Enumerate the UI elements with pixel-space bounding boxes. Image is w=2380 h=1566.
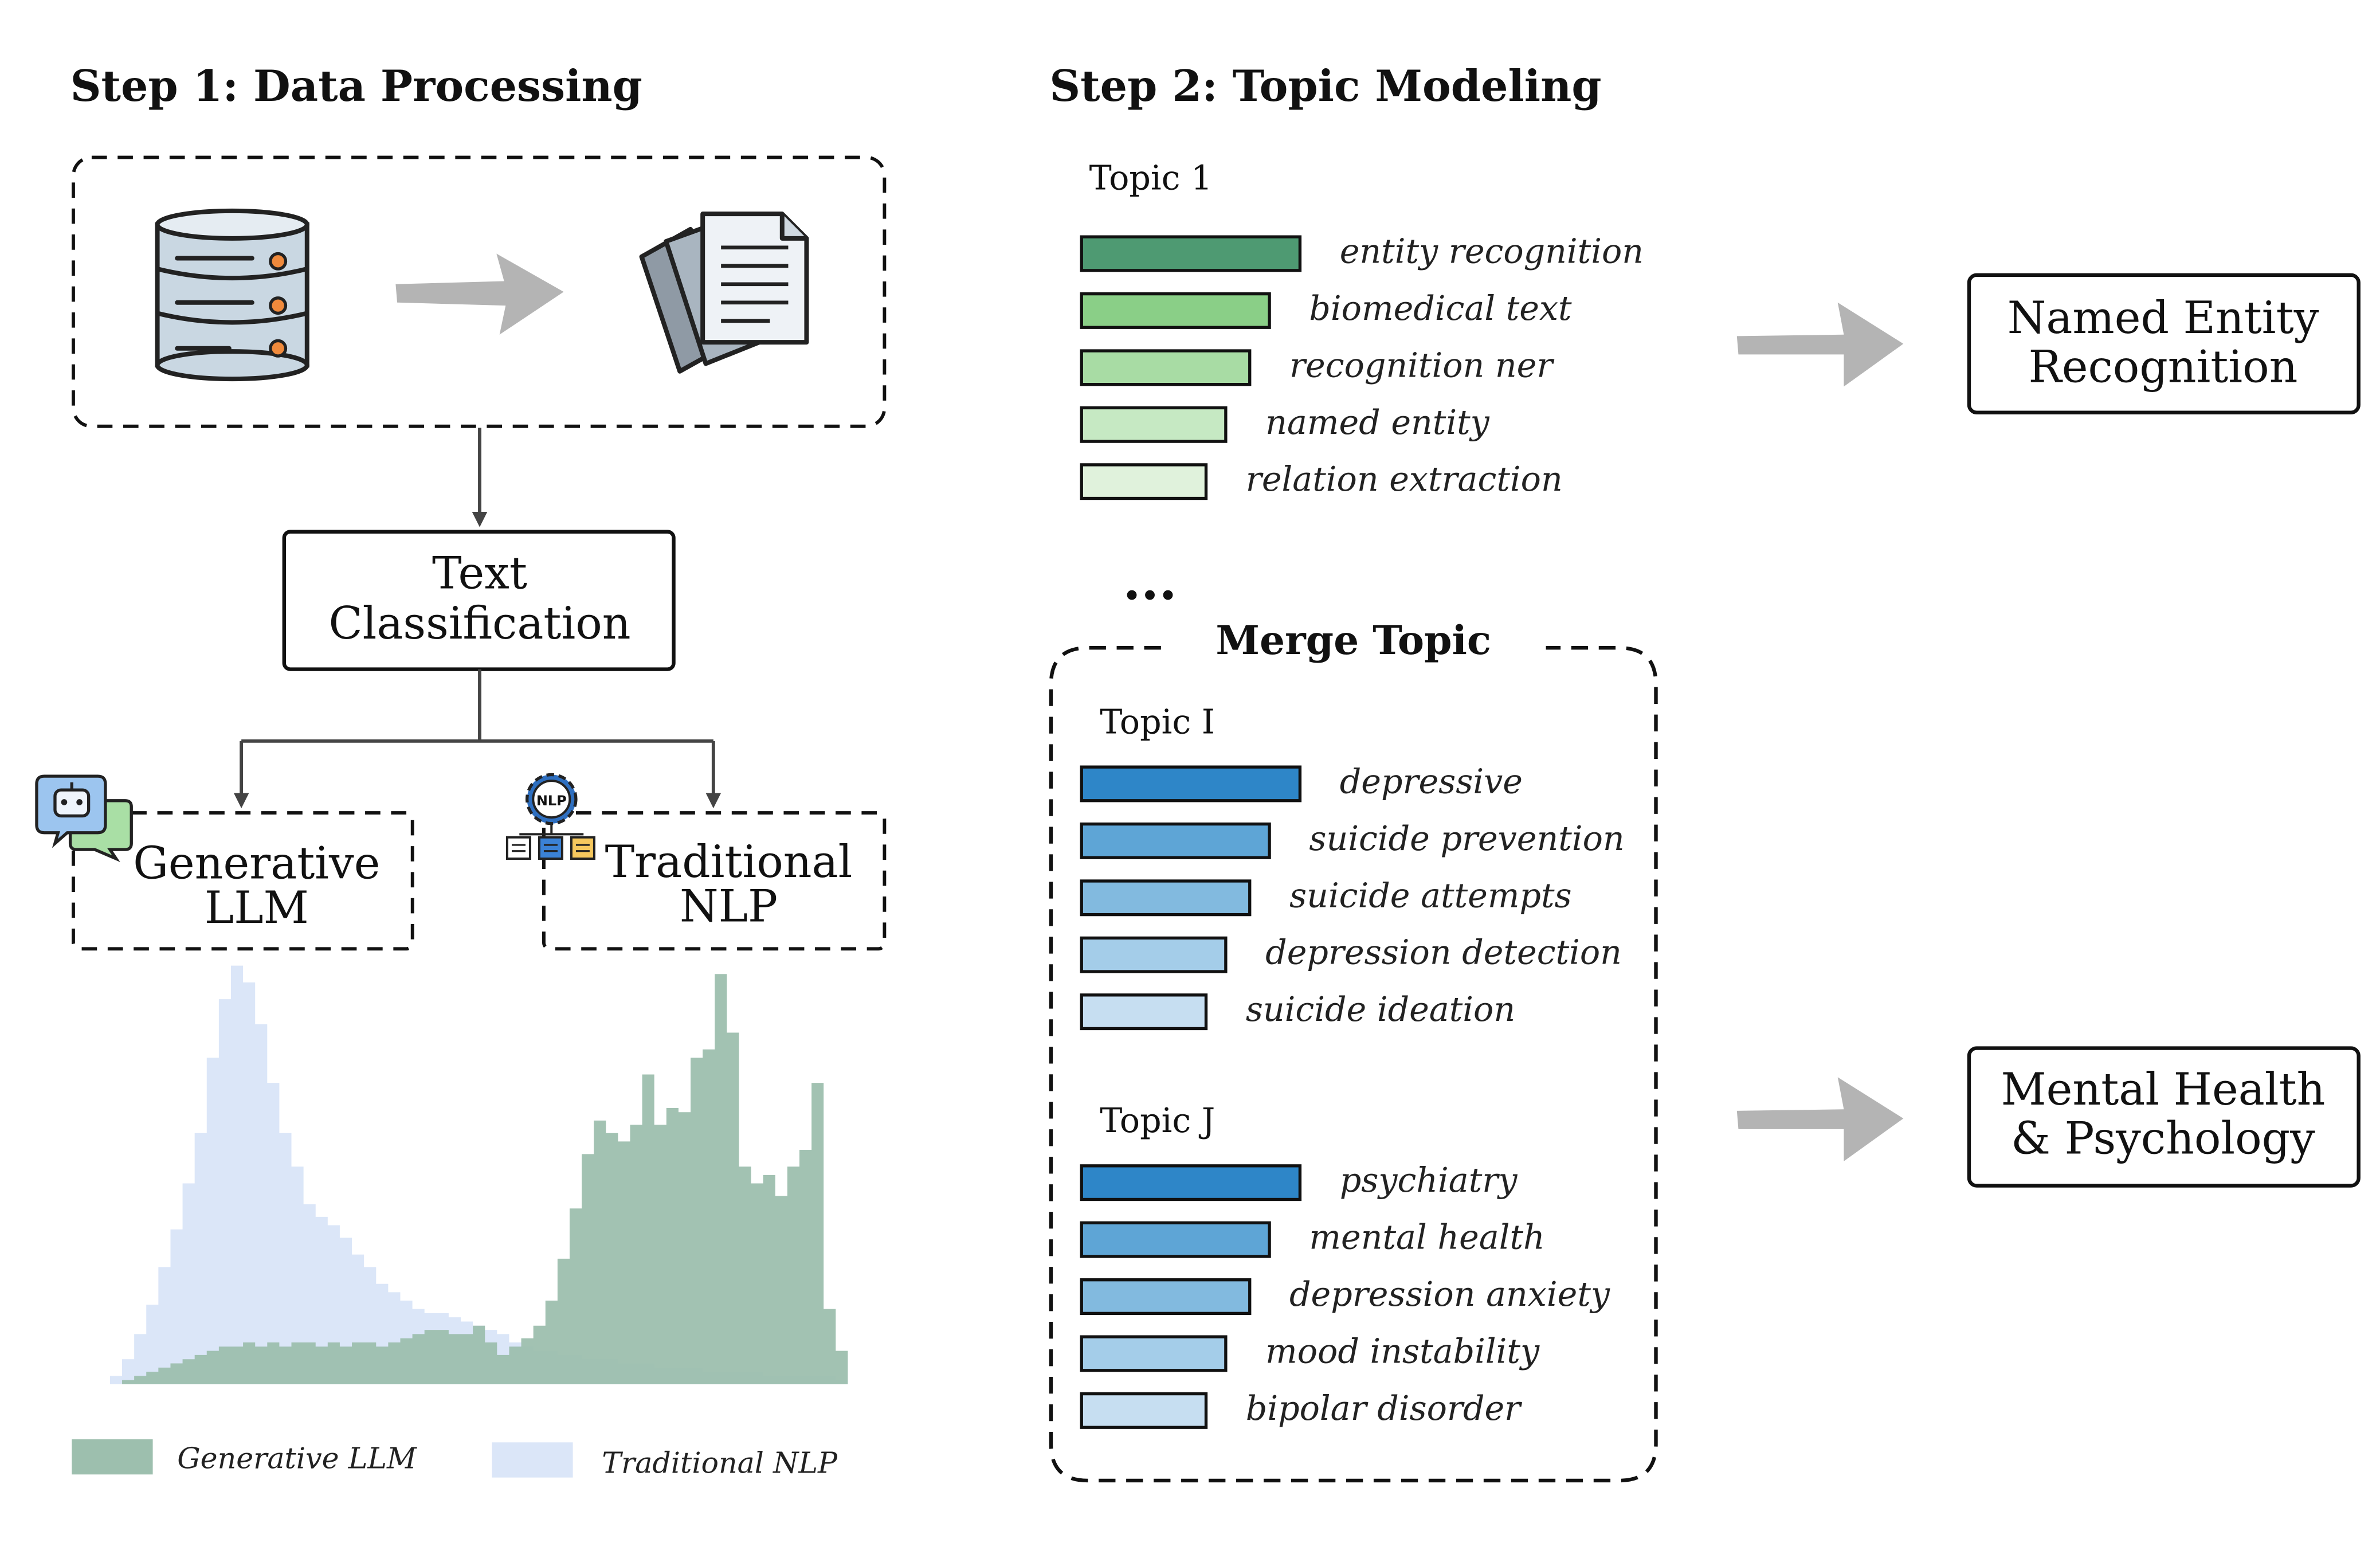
- topicJ-word-5: bipolar disorder: [1246, 1389, 1522, 1428]
- topicJ-bar-5: [1080, 1392, 1208, 1429]
- topic1-bars: entity recognition biomedical text recogni…: [1080, 232, 1644, 500]
- arrow-right-icon: [395, 253, 564, 335]
- topicJ-bar-2: [1080, 1221, 1271, 1258]
- nlp-gear-icon: NLP: [505, 773, 595, 860]
- nlp-icon-text: NLP: [536, 793, 567, 809]
- histogram-series-traditional-nlp: [109, 965, 848, 1385]
- topicJ-bar-1: [1080, 1164, 1302, 1201]
- ellipsis: ...: [1123, 551, 1177, 612]
- topicI-word-3: suicide attempts: [1289, 876, 1572, 915]
- legend-swatch-traditional: [492, 1442, 573, 1478]
- ner-outcome-line2: Recognition: [2029, 341, 2298, 393]
- legend-label-traditional: Traditional NLP: [602, 1446, 838, 1480]
- topic1-word-5: relation extraction: [1246, 460, 1563, 499]
- ner-outcome-box: [1967, 273, 2361, 414]
- topic1-word-2: biomedical text: [1309, 289, 1572, 328]
- topicI-word-2: suicide prevention: [1309, 819, 1624, 858]
- topic1-word-3: recognition ner: [1289, 346, 1554, 385]
- mental-health-outcome-line1: Mental Health: [2001, 1064, 2326, 1115]
- legend-swatch-generative: [72, 1439, 153, 1475]
- topic1-bar-3: [1080, 349, 1252, 386]
- topic1-bar-4: [1080, 406, 1228, 443]
- documents-icon: [639, 212, 809, 374]
- step2-title: Step 2: Topic Modeling: [1049, 61, 1601, 111]
- topicJ-bar-3: [1080, 1278, 1252, 1316]
- topicI-bar-4: [1080, 936, 1228, 973]
- topicI-word-1: depressive: [1340, 762, 1523, 801]
- arrow-to-ner-icon: [1736, 302, 1904, 387]
- topicJ-word-3: depression anxiety: [1289, 1275, 1610, 1314]
- topicI-bar-3: [1080, 879, 1252, 917]
- chatbot-icon: [35, 774, 133, 863]
- topicJ-bars: psychiatry mental health depression anxiet…: [1080, 1161, 1610, 1429]
- merge-topic-title: Merge Topic: [1216, 617, 1491, 664]
- branch-connectors: [233, 669, 722, 809]
- merge-topic-box: [1049, 646, 1658, 1483]
- topicJ-label: Topic J: [1100, 1101, 1215, 1140]
- topicJ-word-4: mood instability: [1265, 1332, 1540, 1371]
- topic1-bar-2: [1080, 292, 1271, 329]
- classification-label-line2: Classification: [328, 598, 630, 649]
- topicI-bar-1: [1080, 765, 1302, 802]
- topic1-label: Topic 1: [1089, 159, 1213, 198]
- traditional-label-line2: NLP: [680, 880, 778, 932]
- traditional-nlp-box: [542, 811, 887, 951]
- topicI-label: Topic I: [1100, 702, 1215, 741]
- topic1-word-1: entity recognition: [1340, 232, 1644, 271]
- database-icon: [155, 208, 309, 382]
- topic1-bar-1: [1080, 235, 1302, 272]
- distribution-histogram: [109, 965, 848, 1385]
- topicI-bar-2: [1080, 822, 1271, 859]
- topicJ-bar-4: [1080, 1335, 1228, 1372]
- topicI-word-4: depression detection: [1265, 933, 1622, 972]
- source-box: [72, 155, 887, 428]
- topicJ-word-2: mental health: [1309, 1218, 1544, 1257]
- topic1-bar-5: [1080, 463, 1208, 500]
- histogram-series-generative-llm: [109, 974, 848, 1385]
- topic1-word-4: named entity: [1265, 403, 1489, 442]
- ner-outcome-line1: Named Entity: [2007, 292, 2319, 344]
- step1-title: Step 1: Data Processing: [70, 61, 642, 111]
- arrow-to-mental-health-icon: [1736, 1077, 1904, 1161]
- topicI-bars: depressive suicide prevention suicide atte…: [1080, 762, 1625, 1031]
- topicI-bar-5: [1080, 993, 1208, 1031]
- topicI-word-5: suicide ideation: [1246, 990, 1515, 1029]
- mental-health-outcome-box: [1967, 1046, 2361, 1188]
- topicJ-word-1: psychiatry: [1340, 1161, 1518, 1200]
- traditional-label-line1: Traditional: [605, 836, 853, 888]
- generative-label-line1: Generative: [133, 838, 380, 890]
- legend-label-generative: Generative LLM: [177, 1442, 417, 1475]
- classification-label-line1: Text: [432, 547, 527, 599]
- mental-health-outcome-line2: & Psychology: [2011, 1113, 2315, 1165]
- generative-llm-box: [72, 811, 414, 951]
- generative-label-line2: LLM: [205, 882, 309, 934]
